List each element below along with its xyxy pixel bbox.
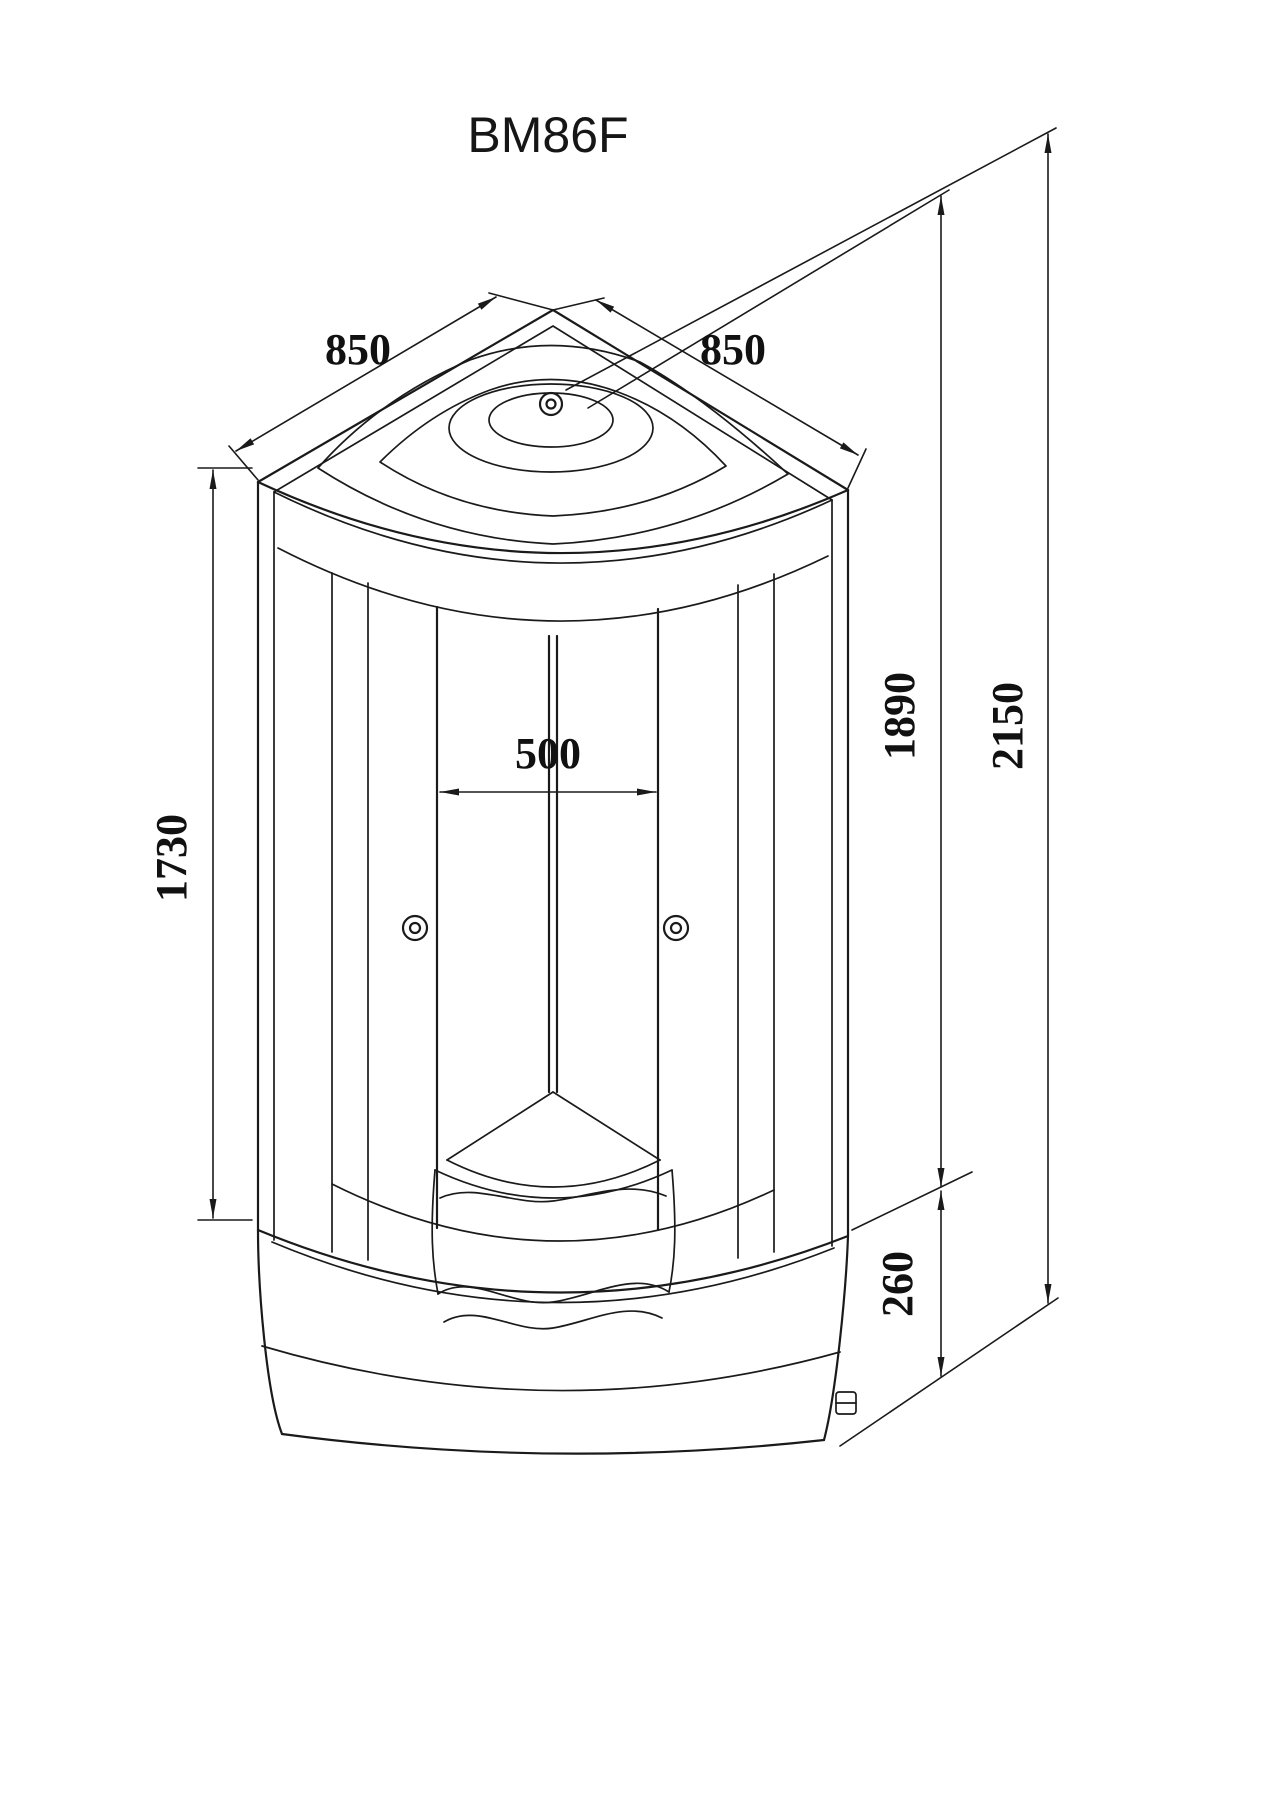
label-850-left: 850 bbox=[325, 325, 391, 374]
label-2150-total-height: 2150 bbox=[983, 682, 1032, 770]
cabin-front-view bbox=[256, 480, 857, 1455]
dim-850-left-line bbox=[235, 296, 497, 452]
top-rail-arc bbox=[277, 547, 829, 622]
dim-850-right-line bbox=[595, 299, 859, 456]
dim-850-left bbox=[228, 292, 554, 481]
right-door-handle bbox=[662, 914, 690, 942]
projection-top-total bbox=[565, 127, 1057, 391]
dim-850-left-ext-corner bbox=[228, 445, 259, 481]
floor-corner-left-edge bbox=[446, 1091, 554, 1161]
seat-side-right bbox=[668, 1169, 676, 1293]
tray-skirt-line bbox=[261, 1345, 841, 1392]
tray-side-right bbox=[822, 1234, 850, 1442]
dome-ring-center bbox=[488, 392, 614, 448]
tray-bottom-arc bbox=[280, 1432, 826, 1455]
seat-top-rim bbox=[434, 1169, 673, 1199]
bottom-rail-arc bbox=[331, 1183, 775, 1242]
left-door-handle bbox=[401, 914, 429, 942]
left-door-handle-knob bbox=[408, 921, 422, 935]
floor-corner-right-edge bbox=[552, 1091, 661, 1161]
shower-tray bbox=[256, 1228, 857, 1455]
projection-tray-top bbox=[851, 1171, 973, 1231]
dim-850-right-ext-corner bbox=[847, 448, 867, 489]
label-260-tray-height: 260 bbox=[873, 1251, 922, 1317]
label-850-right: 850 bbox=[700, 325, 766, 374]
right-door-handle-knob bbox=[669, 921, 683, 935]
tray-rim-inner-arc bbox=[271, 1241, 835, 1304]
cabin-structure bbox=[256, 308, 857, 1455]
label-500-door-opening: 500 bbox=[515, 729, 581, 778]
model-title: BM86F bbox=[467, 107, 628, 163]
seat-front-wave-lower bbox=[443, 1310, 663, 1330]
roof-outer-front-arc bbox=[256, 480, 850, 555]
projection-tray-bottom bbox=[839, 1297, 1059, 1447]
seat-top-front-curve bbox=[446, 1159, 661, 1188]
dim-850-left-ext-back bbox=[488, 292, 554, 311]
dim-850-right bbox=[552, 297, 867, 489]
roof-inner-front-arc bbox=[273, 491, 833, 564]
dimension-labels: 850 850 500 1730 1890 2150 260 bbox=[147, 325, 1032, 1317]
dome-ring-inner bbox=[448, 383, 654, 473]
roof-vent-cap bbox=[538, 391, 564, 417]
dome-ring-outer bbox=[317, 344, 789, 545]
tray-rim-outer-arc bbox=[256, 1228, 850, 1294]
label-1890-body-height: 1890 bbox=[875, 672, 924, 760]
dim-1730 bbox=[197, 467, 253, 1221]
roof-vent-cap-center bbox=[545, 398, 557, 410]
seat-contour-line bbox=[439, 1188, 667, 1203]
seat-side-left bbox=[431, 1169, 439, 1295]
projection-top-body bbox=[587, 189, 950, 409]
dimensions bbox=[197, 127, 1059, 1447]
label-1730-glass-height: 1730 bbox=[147, 814, 196, 902]
tray-side-left bbox=[256, 1228, 284, 1436]
